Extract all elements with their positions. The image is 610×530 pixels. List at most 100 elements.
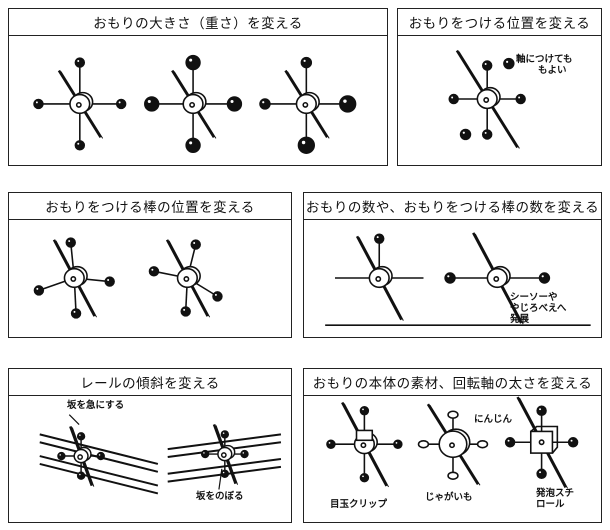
weight-ball: [200, 449, 210, 459]
rod-position-drawings: [33, 237, 223, 319]
weight-highlight: [189, 141, 193, 145]
panel-weight-size: おもりの大きさ（重さ）を変える: [8, 8, 388, 166]
weight-highlight: [539, 471, 542, 474]
weight-ball: [326, 439, 336, 449]
panel-illustration: 軸につけても もよい: [398, 35, 601, 165]
weight-highlight: [147, 100, 151, 104]
weight-ball: [180, 306, 191, 317]
weight-highlight: [222, 471, 225, 474]
weight-ball: [104, 276, 115, 287]
panel-title: おもりの数や、おもりをつける棒の数を変える: [304, 193, 601, 220]
weight-ball: [536, 468, 547, 479]
vegetable-weight: [476, 439, 489, 449]
weight-highlight: [242, 452, 245, 454]
panel-title: レールの傾斜を変える: [9, 369, 291, 396]
panel-illustration: [9, 219, 291, 337]
axle-hole: [70, 276, 77, 282]
weight-ball: [190, 239, 201, 250]
axle-hole: [483, 97, 490, 103]
weight-highlight: [362, 408, 364, 411]
axle-hole: [449, 442, 455, 449]
weight-ball: [96, 451, 105, 461]
weight-ball: [297, 136, 315, 154]
weight-ball: [226, 96, 243, 112]
weight-highlight: [214, 293, 217, 296]
axle-hole: [302, 101, 309, 108]
seesaw-note-line-1: シーソーや: [510, 292, 558, 303]
weight-ball: [148, 266, 160, 277]
weight-highlight: [570, 439, 573, 442]
weight-highlight: [362, 475, 364, 478]
styrofoam-note: 発泡スチ ロール: [536, 488, 574, 511]
rail: [39, 462, 159, 495]
weight-ball: [33, 285, 45, 296]
weight-highlight: [462, 131, 465, 134]
rail: [39, 433, 159, 465]
weight-ball: [70, 308, 82, 319]
weight-highlight: [79, 434, 81, 436]
arrow-line: [68, 414, 80, 425]
weight-ball: [448, 93, 459, 105]
weight-highlight: [151, 268, 154, 271]
weight-highlight: [118, 101, 121, 104]
weight-ball: [115, 98, 127, 110]
weight-ball: [567, 437, 579, 448]
weight-ball: [74, 140, 86, 151]
steep-slope-note: 坂を急にする: [67, 400, 125, 411]
weight-highlight: [539, 408, 542, 411]
weight-highlight: [183, 308, 186, 311]
weight-highlight: [447, 275, 450, 278]
styrofoam-note-line-2: ロール: [536, 498, 565, 510]
axle-hole: [375, 276, 382, 282]
weight-ball: [359, 406, 370, 416]
weight-highlight: [79, 473, 81, 476]
weight-ball: [393, 439, 403, 449]
seesaw-note-line-3: 発展: [510, 313, 530, 325]
panel-illustration: [9, 35, 387, 165]
weight-ball: [185, 137, 201, 153]
weight-highlight: [301, 140, 306, 145]
weight-ball: [374, 233, 385, 244]
weight-ball: [300, 56, 313, 69]
axle-hole: [493, 276, 500, 282]
weight-highlight: [343, 99, 347, 103]
weight-highlight: [395, 441, 398, 444]
weight-ball: [74, 57, 86, 68]
vegetable-weight: [447, 471, 459, 480]
panel-body-material: おもりの本体の素材、回転軸の太さを変える 目玉クリップ にんじん じゃがいも 発…: [303, 368, 602, 523]
cube-edge: [530, 425, 559, 454]
axle-hole: [538, 439, 545, 446]
weight-highlight: [107, 279, 110, 281]
vegetable-weight: [447, 410, 459, 419]
weight-ball: [76, 471, 86, 480]
weight-highlight: [36, 287, 39, 290]
carrot-note: にんじん: [474, 414, 513, 425]
weight-ball: [33, 98, 44, 110]
weight-ball: [220, 469, 230, 478]
weight-ball: [536, 405, 547, 416]
weight-ball: [220, 430, 230, 439]
weight-ball: [57, 451, 66, 461]
weight-highlight: [376, 236, 379, 239]
panel-illustration: 坂を急にする 坂をのぼる: [9, 395, 291, 522]
panel-weight-position: おもりをつける位置を変える 軸につけても もよい: [397, 8, 602, 166]
weight-ball: [515, 93, 526, 105]
weight-ball: [538, 272, 551, 284]
rail-incline-drawings: [39, 414, 282, 495]
axle-hole: [183, 276, 190, 282]
rail: [39, 455, 159, 487]
weight-highlight: [303, 59, 306, 62]
weight-highlight: [541, 275, 544, 278]
binder-clip: [355, 429, 374, 442]
weight-highlight: [262, 101, 265, 104]
panel-weight-count: おもりの数や、おもりをつける棒の数を変える シーソーや やじろべえへ 発展: [303, 192, 602, 338]
axle-hole: [77, 454, 84, 460]
weight-highlight: [328, 441, 331, 444]
weight-ball: [212, 291, 223, 302]
panel-rod-position: おもりをつける棒の位置を変える: [8, 192, 292, 338]
weight-ball: [481, 60, 493, 71]
seesaw-note-line-2: やじろべえへ: [510, 302, 567, 314]
weight-highlight: [506, 60, 509, 63]
weight-ball: [444, 272, 456, 284]
climb-slope-note: 坂をのぼる: [196, 491, 244, 502]
